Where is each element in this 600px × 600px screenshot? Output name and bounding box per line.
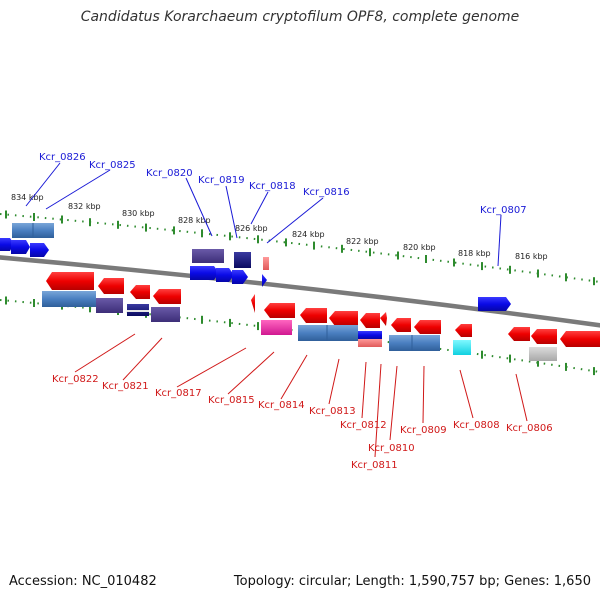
gene-label-kcr-0813[interactable]: Kcr_0813 (309, 406, 356, 417)
gene-kcr-0811[interactable] (360, 313, 380, 328)
gene-kcr-0825[interactable] (11, 240, 30, 254)
gene-kcr-0816-track2[interactable] (263, 257, 269, 270)
gene-kcr-0820[interactable] (190, 266, 219, 280)
genome-backbone (0, 255, 600, 328)
gene-kcr-0820-track2[interactable] (192, 249, 224, 263)
gene-label-kcr-0807[interactable]: Kcr_0807 (480, 205, 527, 216)
gene-label-kcr-0810[interactable]: Kcr_0810 (368, 443, 415, 454)
ruler-label: 820 kbp (403, 243, 436, 252)
ruler-label: 822 kbp (346, 237, 379, 246)
gene-reverse[interactable] (560, 331, 600, 347)
forward-strand-genes (0, 223, 511, 311)
gene-kcr-0807[interactable] (478, 297, 511, 311)
gene-reverse[interactable] (46, 272, 94, 290)
gene-label-kcr-0821[interactable]: Kcr_0821 (102, 381, 149, 392)
gene-label-kcr-0812[interactable]: Kcr_0812 (340, 420, 387, 431)
gene-kcr-0812-track2[interactable] (358, 331, 382, 339)
gene-kcr-0819[interactable] (216, 268, 234, 282)
gene-kcr-0813[interactable] (300, 308, 327, 323)
topology-label: Topology: circular; Length: 1,590,757 bp… (233, 574, 591, 589)
gene-label-kcr-0817[interactable]: Kcr_0817 (155, 388, 202, 399)
reverse-leader-lines (74, 333, 528, 458)
gene-kcr-0817-track2[interactable] (261, 320, 292, 335)
ruler-label: 816 kbp (515, 252, 548, 261)
ruler-label: 830 kbp (122, 209, 155, 218)
gene-kcr-0815[interactable] (251, 294, 255, 313)
gene-label-kcr-0819[interactable]: Kcr_0819 (198, 175, 245, 186)
ruler-labels: 834 kbp 832 kbp 830 kbp 828 kbp 826 kbp … (11, 193, 548, 261)
gene-kcr-0810[interactable] (380, 312, 387, 326)
page-title: Candidatus Korarchaeum cryptofilum OPF8,… (80, 9, 520, 25)
gene-kcr-0819-track2[interactable] (234, 252, 251, 268)
gene-kcr-0810-track2[interactable] (389, 335, 440, 351)
ruler-label: 828 kbp (178, 216, 211, 225)
gene-reverse-track2-stripe (127, 310, 149, 312)
gene-label-kcr-0809[interactable]: Kcr_0809 (400, 425, 447, 436)
gene-kcr-0811-track2[interactable] (358, 339, 382, 347)
gene-kcr-0817[interactable] (151, 307, 180, 322)
gene-label-kcr-0816[interactable]: Kcr_0816 (303, 187, 350, 198)
gene-label-kcr-0815[interactable]: Kcr_0815 (208, 395, 255, 406)
accession-label: Accession: NC_010482 (9, 574, 157, 589)
ruler-label: 832 kbp (68, 202, 101, 211)
gene-kcr-0808[interactable] (455, 324, 472, 337)
ruler-label: 824 kbp (292, 230, 325, 239)
gene-kcr-0818[interactable] (232, 270, 248, 284)
reverse-strand-genes (42, 272, 600, 361)
forward-gene-labels: Kcr_0826 Kcr_0825 Kcr_0820 Kcr_0819 Kcr_… (39, 152, 527, 216)
gene-kcr-0809[interactable] (414, 320, 441, 334)
reverse-gene-labels: Kcr_0822 Kcr_0821 Kcr_0817 Kcr_0815 Kcr_… (52, 374, 553, 471)
gene-kcr-0816[interactable] (262, 274, 267, 287)
gene-reverse[interactable] (508, 327, 530, 341)
gene-kcr-0813-track2[interactable] (298, 325, 358, 341)
gene-reverse[interactable] (153, 289, 181, 304)
gene-kcr-0821[interactable] (96, 298, 123, 313)
ruler-label: 818 kbp (458, 249, 491, 258)
forward-leader-lines (25, 162, 502, 267)
gene-kcr-0808-track2[interactable] (453, 340, 471, 355)
gene-kcr-0806[interactable] (531, 329, 557, 344)
gene-reverse[interactable] (391, 318, 411, 332)
gene-kcr-0806-track2[interactable] (529, 347, 557, 361)
gene-reverse[interactable] (130, 285, 150, 299)
gene-kcr-0822[interactable] (42, 291, 96, 307)
gene-label-kcr-0820[interactable]: Kcr_0820 (146, 168, 193, 179)
gene-label-kcr-0811[interactable]: Kcr_0811 (351, 460, 398, 471)
gene-label-kcr-0814[interactable]: Kcr_0814 (258, 400, 305, 411)
ruler-label: 834 kbp (11, 193, 44, 202)
gene-reverse[interactable] (98, 278, 124, 294)
gene-kcr-0826[interactable] (0, 238, 14, 251)
gene-forward[interactable] (30, 243, 49, 257)
ruler-label: 826 kbp (235, 224, 268, 233)
gene-label-kcr-0825[interactable]: Kcr_0825 (89, 160, 136, 171)
gene-label-kcr-0826[interactable]: Kcr_0826 (39, 152, 86, 163)
gene-label-kcr-0818[interactable]: Kcr_0818 (249, 181, 296, 192)
gene-label-kcr-0806[interactable]: Kcr_0806 (506, 423, 553, 434)
gene-kcr-0814[interactable] (264, 303, 295, 318)
gene-label-kcr-0822[interactable]: Kcr_0822 (52, 374, 99, 385)
gene-kcr-0812[interactable] (329, 311, 358, 326)
gene-label-kcr-0808[interactable]: Kcr_0808 (453, 420, 500, 431)
